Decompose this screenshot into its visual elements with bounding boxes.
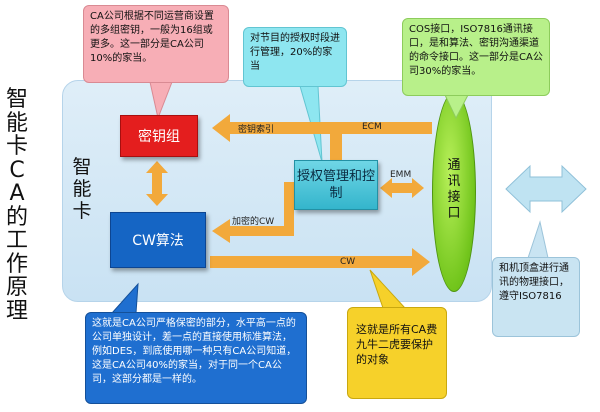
encrypted-cw-label: 加密的CW xyxy=(232,217,275,227)
callout-auth-management: 对节目的授权时段进行管理，20%的家当 xyxy=(243,27,347,87)
comm-interface-oval xyxy=(432,92,476,292)
callout-cw-algorithm: 这就是CA公司严格保密的部分，水平高一点的公司单独设计，差一点的直接使用标准算法… xyxy=(85,312,307,404)
encrypted-cw-arrow xyxy=(212,182,294,243)
callout-interface: COS接口，ISO7816通讯接口，是和算法、密钥沟通渠道的命令接口。这一部分是… xyxy=(402,18,550,96)
cw-output-arrow xyxy=(210,248,430,276)
callout-tail-blue xyxy=(110,282,139,314)
smart-card-label: 智能卡 xyxy=(72,156,92,222)
callout-physical-interface: 和机顶盒进行通讯的物理接口，遵守ISO7816 xyxy=(492,257,580,337)
external-double-arrow xyxy=(505,164,587,214)
ecm-arrow xyxy=(212,114,432,142)
key-cw-double-arrow xyxy=(146,161,168,206)
cw-label: CW xyxy=(340,257,356,267)
callout-tail-pink xyxy=(149,81,173,120)
ecm-to-auth-connector xyxy=(330,128,342,162)
comm-interface-label: 通讯接口 xyxy=(447,158,461,221)
cw-algorithm-box: CW算法 xyxy=(110,212,206,268)
callout-cw: 这就是所有CA费九牛二虎要保护的对象 xyxy=(347,307,447,399)
callout-tail-lightblue xyxy=(527,220,549,259)
key-group-box: 密钥组 xyxy=(120,115,198,157)
emm-label: EMM xyxy=(390,170,412,180)
side-title: 智能卡CA的工作原理 xyxy=(5,87,28,324)
callout-tail-yellow xyxy=(369,269,407,309)
ecm-label: ECM xyxy=(362,122,382,132)
emm-arrow xyxy=(380,178,424,198)
auth-management-box: 授权管理和控制 xyxy=(294,160,378,210)
callout-key-group: CA公司根据不同运营商设置的多组密钥，一般为16组或更多。这一部分是CA公司10… xyxy=(83,5,229,83)
callout-tail-green xyxy=(444,94,469,120)
key-index-label: 密钥索引 xyxy=(238,125,275,135)
